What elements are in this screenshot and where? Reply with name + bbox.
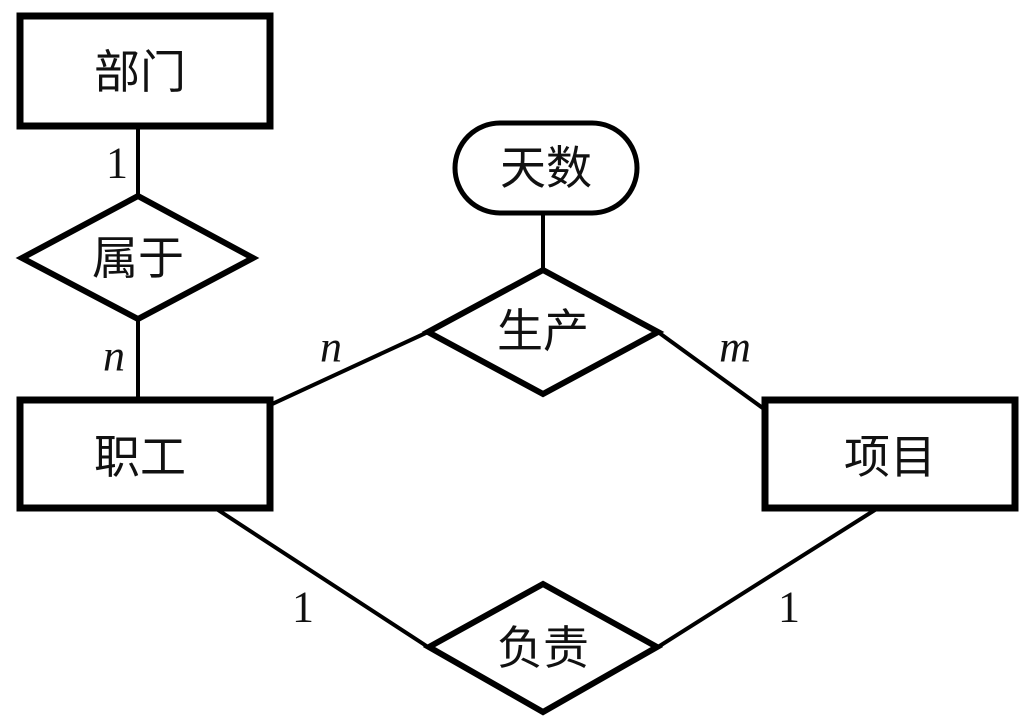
cardinality-project-responsible: 1 — [778, 583, 800, 632]
relationship-belongs-label: 属于 — [92, 231, 184, 285]
entity-dept-label: 部门 — [94, 45, 186, 99]
relationship-belongs[interactable]: 属于 — [15, 192, 260, 323]
cardinality-staff-produce: n — [320, 323, 342, 372]
entity-staff-box — [16, 396, 274, 512]
entity-project-box — [761, 396, 1019, 512]
cardinality-dept-belongs: 1 — [106, 139, 128, 188]
attribute-days[interactable]: 天数 — [452, 120, 640, 216]
relationship-produce-diamond — [421, 266, 665, 398]
entity-project-label: 项目 — [844, 430, 936, 484]
cardinality-staff-responsible: 1 — [292, 583, 314, 632]
relationship-belongs-diamond — [15, 192, 260, 323]
attribute-days-oval — [452, 120, 640, 216]
edge-staff-responsible — [213, 506, 430, 649]
entity-dept[interactable]: 部门 — [16, 12, 274, 130]
attribute-days-label: 天数 — [500, 141, 592, 195]
edge-responsible-project — [656, 506, 880, 649]
edge-produce-project — [656, 330, 766, 411]
relationship-responsible-label: 负责 — [497, 621, 589, 675]
entity-staff-label: 职工 — [94, 430, 186, 484]
cardinality-staff-belongs: n — [103, 332, 125, 381]
edge-staff-produce — [269, 330, 429, 407]
entity-dept-box — [16, 12, 274, 130]
cardinality-project-produce: m — [719, 323, 751, 372]
entity-staff[interactable]: 职工 — [16, 396, 274, 512]
relationship-responsible-diamond — [422, 580, 664, 716]
relationship-produce-label: 生产 — [497, 304, 589, 358]
relationship-responsible[interactable]: 负责 — [422, 580, 664, 716]
relationship-produce[interactable]: 生产 — [421, 266, 665, 398]
entity-project[interactable]: 项目 — [761, 396, 1019, 512]
